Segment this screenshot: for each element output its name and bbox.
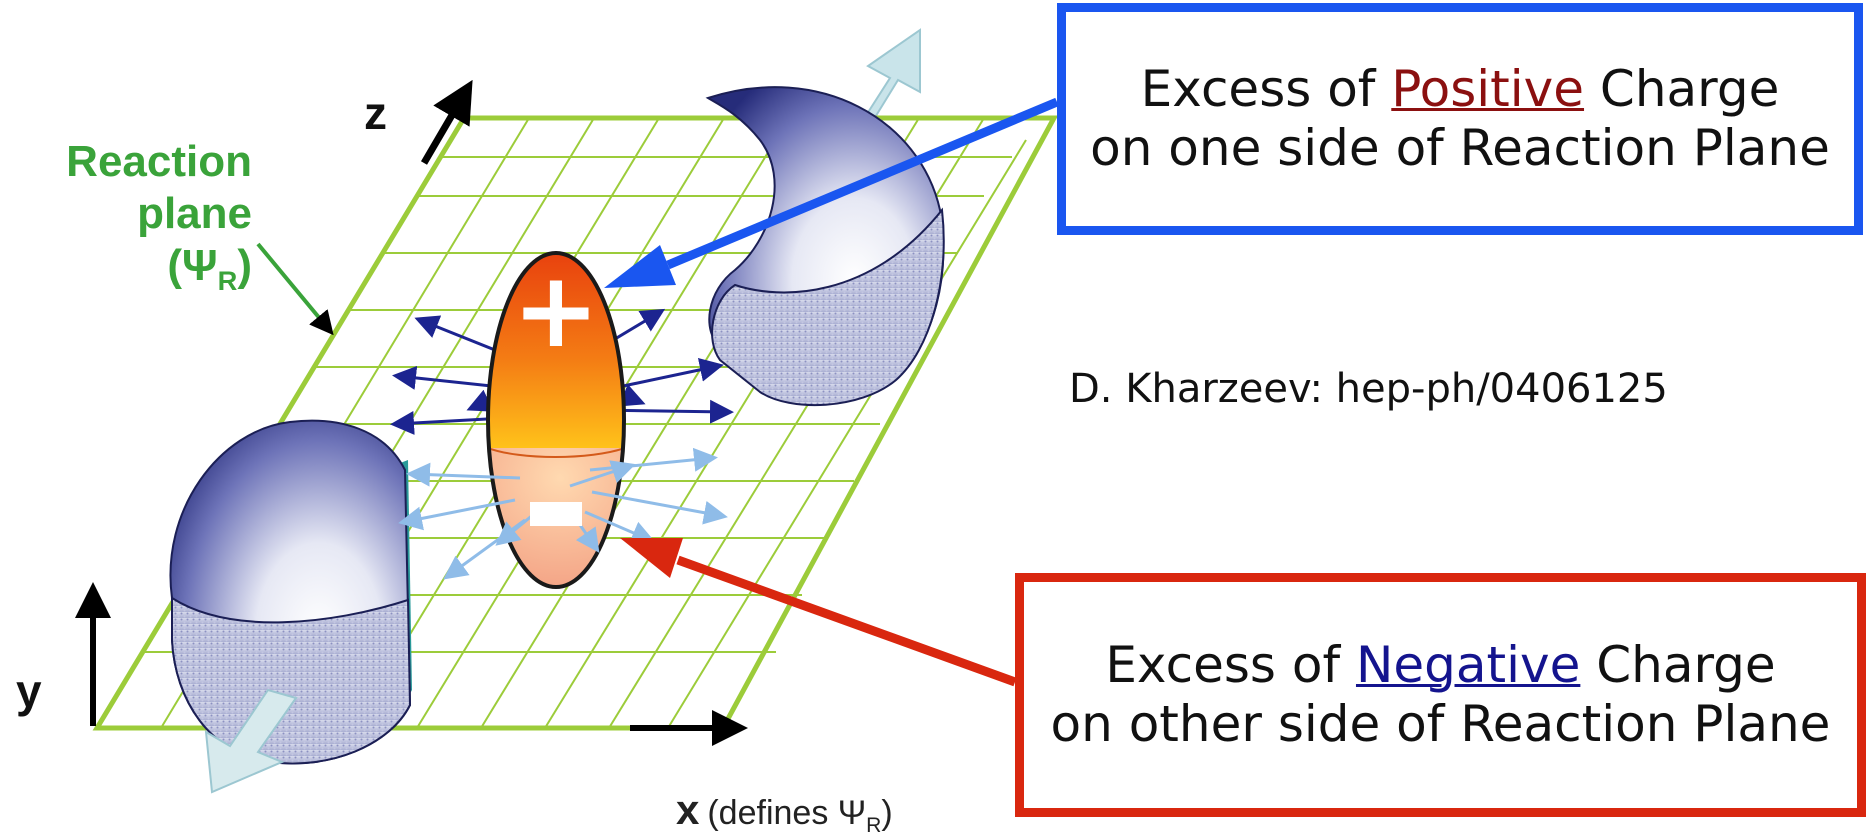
- positive-word: Positive: [1391, 60, 1585, 118]
- negative-charge-callout: Excess of Negative Charge on other side …: [1015, 573, 1866, 817]
- x-axis-letter: x: [676, 786, 700, 833]
- negative-charge-symbol: [530, 502, 582, 526]
- positive-charge-symbol: +: [512, 249, 599, 371]
- reaction-plane-label: Reaction plane (ΨR): [34, 136, 252, 297]
- x-axis-label: x(defines ΨR): [676, 786, 893, 837]
- reaction-plane-psi: (ΨR): [167, 240, 252, 296]
- nucleus-upper-right: [705, 86, 945, 407]
- citation: D. Kharzeev: hep-ph/0406125: [1069, 366, 1668, 412]
- y-axis-label: y: [16, 665, 42, 717]
- reaction-plane-label-line2: plane: [137, 188, 252, 238]
- negative-emission-arrows: [398, 447, 728, 580]
- z-axis-arrow: [420, 79, 473, 165]
- positive-callout-arrow: [604, 97, 1059, 288]
- negative-word: Negative: [1355, 636, 1581, 694]
- beam-arrow-bottom: [204, 688, 298, 794]
- negative-callout-line2: on other side of Reaction Plane: [1050, 695, 1831, 753]
- negative-callout-line1: Excess of Negative Charge: [1105, 636, 1776, 694]
- reaction-plane-pointer: [256, 242, 334, 336]
- nucleus-lower-left: [169, 419, 412, 765]
- positive-callout-line1: Excess of Positive Charge: [1140, 60, 1780, 118]
- positive-charge-callout: Excess of Positive Charge on one side of…: [1057, 3, 1863, 235]
- reaction-plane-label-line1: Reaction: [66, 137, 252, 186]
- positive-callout-line2: on one side of Reaction Plane: [1090, 119, 1830, 177]
- z-axis-label: z: [364, 87, 387, 139]
- negative-callout-arrow: [620, 538, 1017, 687]
